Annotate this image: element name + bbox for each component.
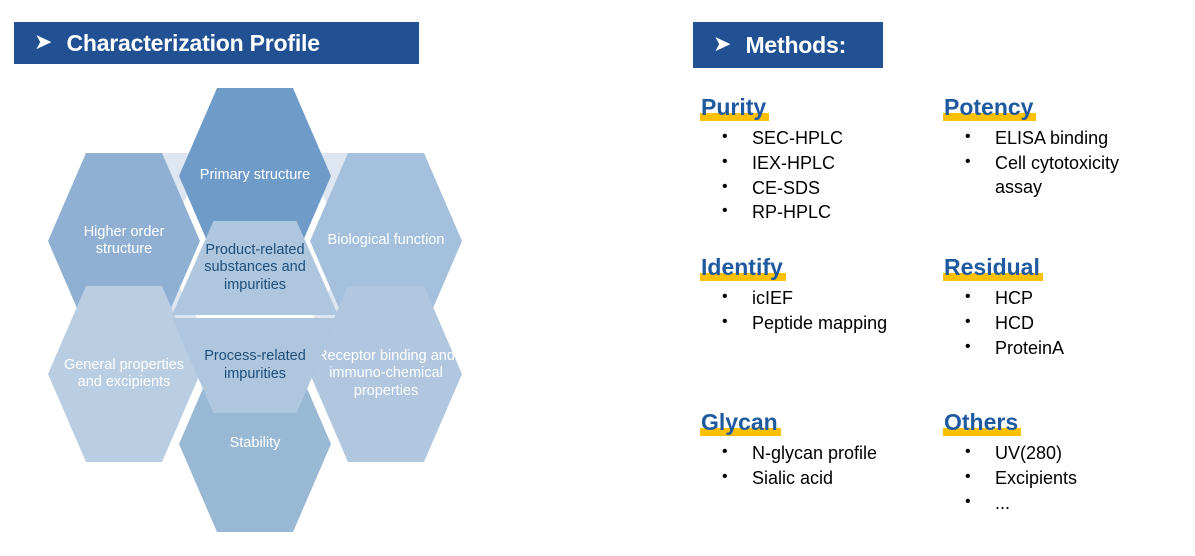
arrowhead-right-icon: ➤: [713, 32, 732, 57]
list-item: HCD: [943, 311, 1171, 336]
method-item-list: ELISA binding Cell cytotoxicity assay: [943, 126, 1171, 200]
hexagon-process-related-impurities[interactable]: Process-related impurities: [172, 318, 338, 413]
hexagon-label: Higher order structure: [83, 223, 165, 257]
hexagon-label: Process-related impurities: [204, 348, 306, 382]
method-title: Purity: [700, 95, 770, 122]
method-title: Potency: [943, 95, 1037, 122]
page-title: Characterization Profile: [66, 29, 320, 56]
method-item-list: UV(280) Excipients ...: [943, 441, 1171, 516]
list-item: IEX-HPLC: [700, 151, 928, 176]
hexagon-receptor-binding-immunochemical[interactable]: Receptor binding and immuno-chemical pro…: [310, 286, 462, 462]
hexagon-center-group: Product-related substances and impuritie…: [172, 221, 338, 413]
hexagon-label: Stability: [229, 435, 281, 452]
hexagon-label: Biological function: [327, 232, 445, 249]
list-item: Peptide mapping: [700, 311, 928, 336]
methods-header: ➤ Methods:: [693, 22, 883, 68]
method-block-glycan: Glycan N-glycan profile Sialic acid: [700, 410, 928, 492]
characterization-hexagon-diagram: Primary structure Higher order structure…: [30, 88, 480, 543]
list-item: icIEF: [700, 286, 928, 311]
hexagon-label: General properties and excipients: [63, 356, 185, 390]
method-block-potency: Potency ELISA binding Cell cytotoxicity …: [943, 95, 1171, 200]
list-item: SEC-HPLC: [700, 126, 928, 151]
list-item: UV(280): [943, 441, 1171, 466]
list-item: HCP: [943, 286, 1171, 311]
list-item: Sialic acid: [700, 466, 928, 491]
arrowhead-right-icon: ➤: [34, 30, 53, 55]
list-item: RP-HPLC: [700, 200, 928, 225]
method-block-residual: Residual HCP HCD ProteinA: [943, 255, 1171, 361]
method-block-purity: Purity SEC-HPLC IEX-HPLC CE-SDS RP-HPLC: [700, 95, 928, 226]
method-item-list: HCP HCD ProteinA: [943, 286, 1171, 361]
method-item-list: icIEF Peptide mapping: [700, 286, 928, 336]
methods-title: Methods:: [745, 31, 847, 58]
method-item-list: SEC-HPLC IEX-HPLC CE-SDS RP-HPLC: [700, 126, 928, 225]
list-item: Excipients: [943, 466, 1171, 491]
list-item: Cell cytotoxicity assay: [943, 151, 1171, 200]
hexagon-label: Receptor binding and immuno-chemical pro…: [317, 348, 455, 399]
hexagon-product-related-substances[interactable]: Product-related substances and impuritie…: [172, 221, 338, 315]
characterization-profile-header: ➤ Characterization Profile: [14, 22, 419, 64]
list-item: ...: [943, 491, 1171, 516]
list-item: CE-SDS: [700, 176, 928, 201]
list-item: ProteinA: [943, 336, 1171, 361]
method-item-list: N-glycan profile Sialic acid: [700, 441, 928, 491]
method-block-identify: Identify icIEF Peptide mapping: [700, 255, 928, 337]
method-block-others: Others UV(280) Excipients ...: [943, 410, 1171, 516]
method-title: Residual: [943, 255, 1043, 282]
hexagon-label: Product-related substances and impuritie…: [204, 241, 306, 293]
list-item: N-glycan profile: [700, 441, 928, 466]
method-title: Identify: [700, 255, 786, 282]
list-item: ELISA binding: [943, 126, 1171, 151]
method-title: Others: [943, 410, 1022, 437]
methods-grid: Purity SEC-HPLC IEX-HPLC CE-SDS RP-HPLC …: [700, 95, 1180, 545]
method-title: Glycan: [700, 410, 781, 437]
hexagon-label: Primary structure: [199, 167, 311, 184]
